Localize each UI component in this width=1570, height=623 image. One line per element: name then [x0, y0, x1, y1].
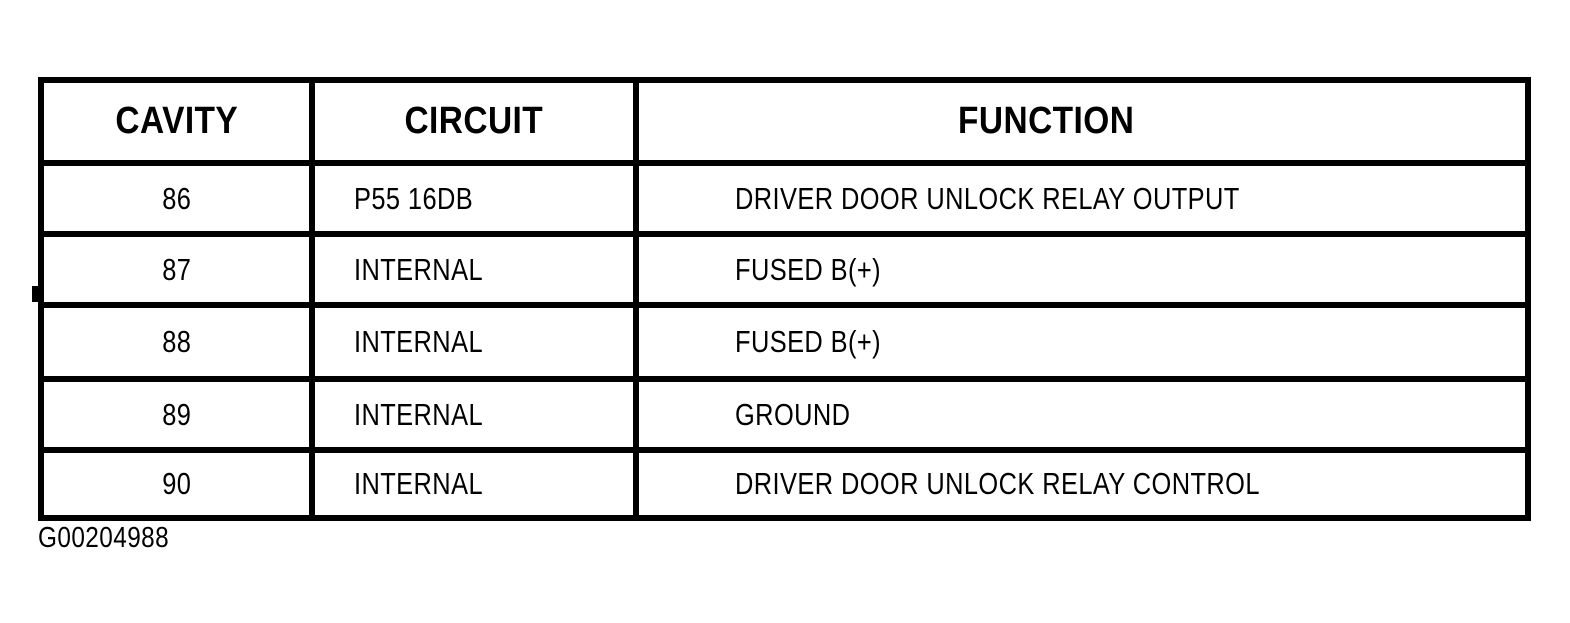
- table-cell-function: FUSED B(+): [639, 237, 1525, 302]
- scan-artifact-speck: [32, 286, 40, 302]
- table-cell-function: DRIVER DOOR UNLOCK RELAY OUTPUT: [639, 166, 1525, 231]
- table-cell-cavity: 90: [44, 453, 309, 515]
- table-cell-function: FUSED B(+): [639, 308, 1525, 376]
- header-label-cavity: CAVITY: [115, 100, 238, 142]
- header-label-circuit: CIRCUIT: [404, 100, 544, 142]
- header-cell-cavity: CAVITY: [44, 83, 309, 160]
- header-cell-function: FUNCTION: [639, 83, 1525, 160]
- table-cell-cavity: 86: [44, 166, 309, 231]
- table-cell-circuit: P55 16DB: [315, 166, 633, 231]
- cavity-value: 88: [161, 324, 192, 359]
- cavity-value: 90: [161, 466, 192, 501]
- function-value: GROUND: [735, 396, 851, 432]
- circuit-value: INTERNAL: [354, 324, 483, 359]
- table-cell-function: GROUND: [639, 382, 1525, 447]
- cavity-value: 87: [161, 251, 192, 287]
- function-value: DRIVER DOOR UNLOCK RELAY CONTROL: [735, 466, 1260, 501]
- connector-pinout-table: CAVITY CIRCUIT FUNCTION 86 P55 16DB DRIV…: [38, 77, 1531, 521]
- table-cell-cavity: 88: [44, 308, 309, 376]
- table-cell-function: DRIVER DOOR UNLOCK RELAY CONTROL: [639, 453, 1525, 515]
- table-cell-cavity: 89: [44, 382, 309, 447]
- table-cell-circuit: INTERNAL: [315, 308, 633, 376]
- cavity-value: 89: [161, 396, 192, 432]
- header-cell-circuit: CIRCUIT: [315, 83, 633, 160]
- cavity-value: 86: [161, 180, 192, 216]
- circuit-value: INTERNAL: [354, 251, 483, 287]
- table-cell-cavity: 87: [44, 237, 309, 302]
- header-label-function: FUNCTION: [957, 100, 1135, 142]
- table-cell-circuit: INTERNAL: [315, 382, 633, 447]
- circuit-value: INTERNAL: [354, 466, 483, 501]
- function-value: FUSED B(+): [735, 324, 882, 359]
- circuit-value: INTERNAL: [354, 396, 483, 432]
- figure-id-label: G00204988: [38, 522, 194, 555]
- table-cell-circuit: INTERNAL: [315, 237, 633, 302]
- circuit-value: P55 16DB: [354, 180, 474, 216]
- figure-id-text: G00204988: [38, 522, 170, 554]
- function-value: FUSED B(+): [735, 251, 882, 287]
- table-cell-circuit: INTERNAL: [315, 453, 633, 515]
- function-value: DRIVER DOOR UNLOCK RELAY OUTPUT: [735, 180, 1240, 216]
